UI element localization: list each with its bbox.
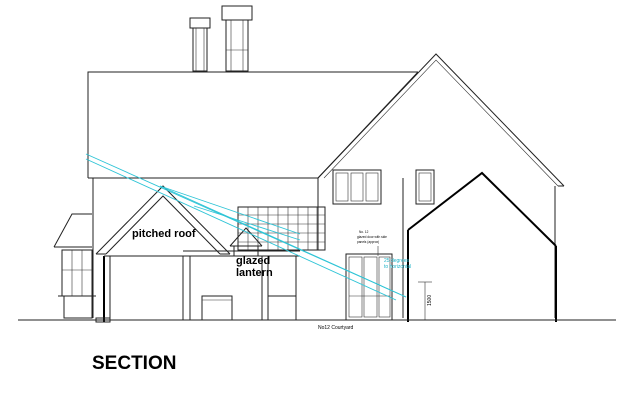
main-walls (92, 178, 404, 318)
neighbour-gable (407, 171, 557, 322)
label-pitched-roof: pitched roof (132, 228, 196, 240)
label-angle: 25 degrees (384, 258, 410, 264)
bay-window (53, 213, 96, 319)
dimension-label: 1500 (427, 295, 433, 306)
chimney-right (221, 5, 253, 72)
note-description: glazed door with side (357, 235, 387, 239)
right-gable (317, 53, 565, 318)
label-courtyard: No12 Courtyard (318, 325, 354, 331)
chimney-left (189, 17, 211, 72)
label-lantern: lantern (236, 267, 273, 279)
section-title: SECTION (92, 353, 176, 374)
label-angle-horizontal: to horizontal (384, 264, 411, 270)
leaded-window (237, 206, 326, 251)
pitched-roof-extension (95, 185, 300, 323)
upper-window-single (415, 169, 435, 205)
upper-window-pair (332, 169, 382, 205)
sightlines (85, 153, 407, 301)
glazed-lantern (183, 227, 300, 321)
label-glazed: glazed (236, 255, 270, 267)
note-approx: panels (approx) (357, 240, 379, 244)
note-number: No. 12 (359, 230, 369, 234)
